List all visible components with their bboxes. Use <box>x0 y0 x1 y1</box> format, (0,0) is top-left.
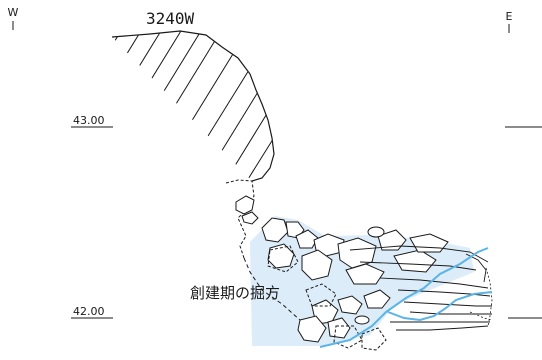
stone <box>367 226 385 238</box>
stone-cluster <box>261 217 449 343</box>
elevation-lower: 42.00 <box>71 305 542 319</box>
dashed-stones <box>267 245 387 351</box>
hatched-wall <box>111 30 275 182</box>
stone <box>327 317 351 339</box>
stone <box>241 211 259 225</box>
layer-line <box>403 301 492 307</box>
elevation-lower-label: 42.00 <box>73 305 105 318</box>
stone <box>235 195 255 215</box>
dashed-stone <box>333 325 363 349</box>
stone <box>363 289 391 309</box>
cut-dashed-line-lower <box>243 257 319 341</box>
stone <box>354 315 370 325</box>
stone <box>297 315 327 343</box>
dashed-stone <box>361 327 387 351</box>
stone <box>301 249 333 281</box>
layer-line <box>349 245 489 263</box>
layer-line <box>359 261 477 271</box>
wall-outline <box>111 30 275 182</box>
dashed-stone <box>267 245 299 273</box>
west-marker: W <box>8 6 19 30</box>
layer-line <box>469 311 493 321</box>
west-label: W <box>8 6 19 19</box>
elevation-upper: 43.00 <box>71 114 542 128</box>
layer-line <box>396 325 489 331</box>
grid-label: 3240W <box>146 9 195 28</box>
stone <box>337 237 377 269</box>
soil-layers-dashed <box>469 267 493 327</box>
boundary-lines <box>319 247 493 348</box>
east-marker: E <box>506 10 513 33</box>
boundary-line-secondary <box>387 291 493 322</box>
phase-label: 創建期の掘方 <box>190 284 280 302</box>
layer-line <box>409 311 492 315</box>
dashed-stone <box>305 283 337 307</box>
stone <box>337 295 363 315</box>
upper-stones <box>235 195 259 225</box>
elevation-upper-label: 43.00 <box>73 114 105 127</box>
east-label: E <box>506 10 513 23</box>
layer-line <box>379 277 489 289</box>
stone <box>267 243 295 269</box>
stone <box>393 249 437 273</box>
boundary-line-main <box>319 247 489 348</box>
layer-edge <box>485 267 493 327</box>
